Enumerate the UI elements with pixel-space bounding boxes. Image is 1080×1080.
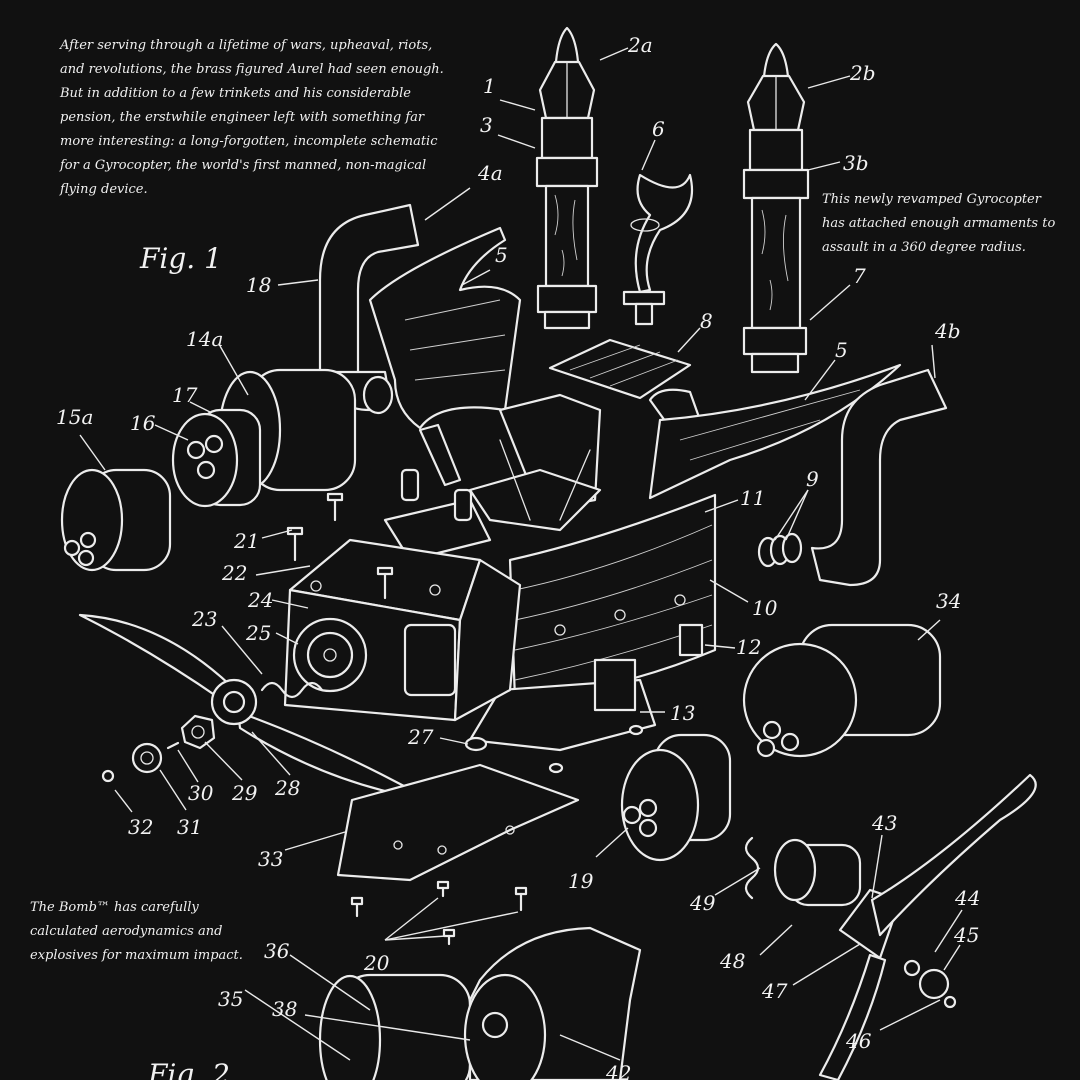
- label-4a: 4a: [477, 161, 503, 185]
- label-23: 23: [191, 607, 217, 631]
- label-46: 46: [845, 1029, 872, 1053]
- label-18: 18: [246, 273, 271, 297]
- label-27: 27: [407, 725, 434, 749]
- label-6: 6: [652, 117, 665, 141]
- label-35: 35: [218, 987, 243, 1011]
- label-31: 31: [177, 815, 202, 839]
- label-42: 42: [605, 1061, 631, 1080]
- leader-lines: [79, 47, 963, 1061]
- label-47: 47: [761, 979, 788, 1003]
- figure-2-title: Fig. 2: [147, 1058, 230, 1080]
- label-2a: 2a: [627, 33, 653, 57]
- label-3b: 3b: [843, 151, 869, 175]
- label-33: 33: [258, 847, 283, 871]
- label-34: 34: [936, 589, 961, 613]
- label-1: 1: [483, 74, 496, 98]
- hull-body: [468, 493, 717, 752]
- label-36: 36: [264, 939, 290, 963]
- label-49: 49: [689, 891, 716, 915]
- label-22: 22: [221, 561, 247, 585]
- label-44: 44: [954, 886, 980, 910]
- screws-21: [286, 492, 394, 600]
- left-shield: [368, 226, 522, 430]
- label-12: 12: [736, 635, 761, 659]
- label-43: 43: [871, 811, 897, 835]
- label-3: 3: [480, 113, 493, 137]
- label-4b: 4b: [934, 319, 961, 343]
- blade: [622, 173, 694, 326]
- label-10: 10: [752, 596, 778, 620]
- armaments-note: This newly revamped Gyrocopter has attac…: [822, 192, 1056, 255]
- label-20: 20: [363, 951, 390, 975]
- screws-20: [350, 880, 528, 946]
- spring-rings: [757, 532, 803, 568]
- label-45: 45: [953, 923, 979, 947]
- label-21: 21: [233, 529, 259, 553]
- missile-right: [742, 42, 810, 374]
- bottom-plate: [336, 763, 580, 882]
- label-14a: 14a: [186, 327, 223, 351]
- label-5-left: 5: [495, 243, 508, 267]
- label-19: 19: [568, 869, 594, 893]
- label-8: 8: [700, 309, 713, 333]
- label-24: 24: [247, 588, 273, 612]
- engine-block: [283, 538, 522, 722]
- bomb-note: The Bomb™ has carefully calculated aerod…: [30, 900, 243, 963]
- label-17: 17: [172, 383, 198, 407]
- label-16: 16: [130, 411, 156, 435]
- label-9: 9: [806, 467, 819, 491]
- label-25: 25: [245, 621, 271, 645]
- label-15a: 15a: [56, 405, 93, 429]
- missile-left: [535, 26, 599, 330]
- label-32: 32: [128, 815, 153, 839]
- label-30: 30: [188, 781, 214, 805]
- right-wing-shield: [648, 363, 948, 587]
- left-propeller: [78, 613, 432, 802]
- label-38: 38: [272, 997, 297, 1021]
- label-29: 29: [231, 781, 258, 805]
- right-propeller-assembly: [744, 773, 1037, 1080]
- label-7: 7: [853, 264, 866, 288]
- left-engine-assembly: [60, 203, 420, 572]
- figure-1-title: Fig. 1: [139, 242, 222, 275]
- small-fasteners: [101, 714, 644, 783]
- label-2b: 2b: [849, 61, 876, 85]
- part-labels: 1 2a 2b 3 3b 4a 4b 5 5 6 7 8 9 10 11 12 …: [56, 33, 980, 1080]
- cockpit-seat: [383, 393, 602, 562]
- label-28: 28: [274, 776, 300, 800]
- label-5-right: 5: [835, 338, 848, 362]
- label-48: 48: [719, 949, 745, 973]
- label-11: 11: [740, 486, 765, 510]
- right-engine-assembly: [620, 623, 942, 862]
- label-13: 13: [670, 701, 695, 725]
- intro-note: After serving through a lifetime of wars…: [60, 38, 444, 197]
